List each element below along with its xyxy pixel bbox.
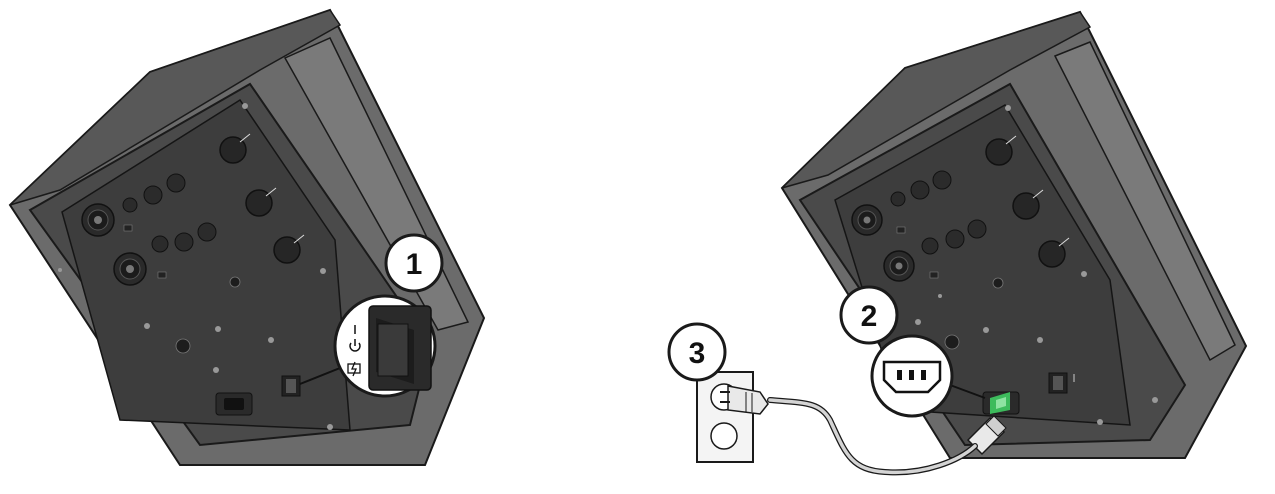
step-1-badge: 1 xyxy=(384,233,444,293)
step-2-badge: 2 xyxy=(839,285,899,345)
xlr-input-2 xyxy=(113,252,147,286)
power-switch-right xyxy=(1048,372,1075,394)
power-switch-zoom xyxy=(333,294,437,398)
step-3-badge: 3 xyxy=(667,322,727,382)
power-standby-icon xyxy=(349,339,361,352)
xlr-input-4 xyxy=(883,250,915,282)
speaker-rear-left: 1 xyxy=(8,8,486,466)
xlr-input-1 xyxy=(81,203,115,237)
xlr-input-3 xyxy=(851,204,883,236)
iec-inlet-icon xyxy=(882,360,942,394)
wall-outlet-icon xyxy=(696,371,754,463)
speaker-rear-right: 2 xyxy=(780,10,1248,459)
plug-icon xyxy=(720,385,769,415)
inlet-zoom xyxy=(870,334,954,418)
step-3-number: 3 xyxy=(689,337,706,370)
battery-charge-icon xyxy=(347,361,361,377)
power-switch xyxy=(281,375,301,397)
step-1-number: 1 xyxy=(406,248,423,281)
step-2-number: 2 xyxy=(861,300,878,333)
power-inlet-left xyxy=(215,392,253,416)
power-inlet-right xyxy=(982,391,1020,415)
